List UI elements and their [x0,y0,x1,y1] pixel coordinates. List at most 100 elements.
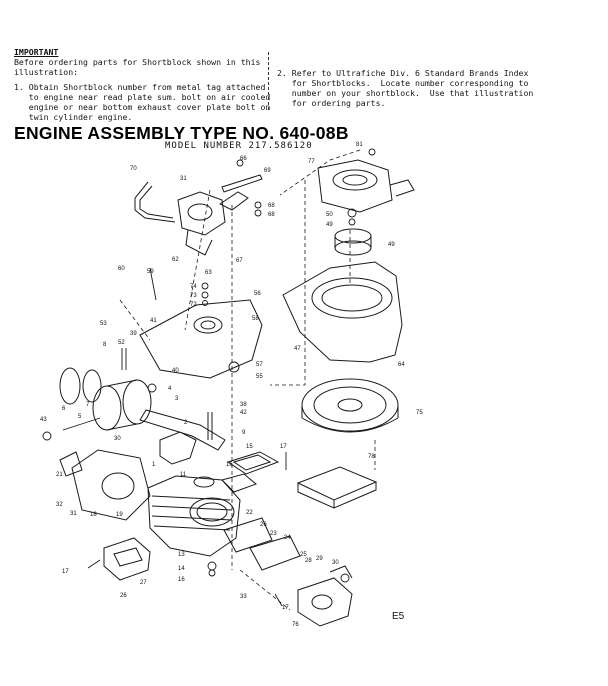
part-78-box [296,466,378,509]
label-23: 23 [270,531,277,537]
label-57: 57 [256,362,263,368]
label-38: 38 [240,402,247,408]
part-16-gaskets [221,451,280,493]
label-50: 50 [326,212,333,218]
label-2: 2 [184,420,188,426]
label-58: 58 [252,316,259,322]
step2-line-2: for Shortblocks. Locate number correspon… [277,78,529,88]
part-11-ring [193,476,215,488]
label-66: 66 [240,156,247,162]
part-9-cylinder-block [147,475,241,557]
label-4: 4 [168,386,172,392]
part-3-muffler [59,367,152,431]
label-11: 11 [180,472,187,478]
label-8: 8 [103,342,107,348]
label-3: 3 [175,396,179,402]
part-18-crankcase-housing [59,449,151,521]
label-9: 9 [242,430,246,436]
label-19: 19 [116,512,123,518]
label-49b: 49 [388,242,395,248]
step2-line-3: number on your shortblock. Use that illu… [277,88,534,98]
label-64: 64 [398,362,405,368]
label-39: 39 [130,331,137,337]
label-74: 74 [190,284,197,290]
label-81: 81 [356,142,363,148]
label-43: 43 [40,417,47,423]
label-18: 18 [90,512,97,518]
part-31-assembly [177,191,226,256]
part-23-reed-plate [223,517,301,571]
label-22: 22 [246,510,253,516]
label-55: 55 [256,374,263,380]
intro-line-2: illustration: [14,67,79,77]
label-5: 5 [78,414,82,420]
label-42: 42 [240,410,247,416]
step1-line-2: to engine near read plate sum. bolt on a… [14,92,271,102]
label-69: 69 [264,168,271,174]
label-17b: 17 [62,569,69,575]
label-26a: 26 [260,522,267,528]
part-53-cover-plate [139,299,263,379]
label-33: 33 [240,594,247,600]
diagram-title: ENGINE ASSEMBLY TYPE NO. 640-08B [14,123,349,143]
part-8-connecting-rod [139,409,226,451]
label-67: 67 [236,258,243,264]
label-30: 30 [114,436,121,442]
part-64-blower-housing [282,261,403,363]
label-21: 21 [56,472,63,478]
part-28-intake [103,537,151,581]
part-69-rod [219,174,263,211]
label-63: 63 [205,270,212,276]
notes-divider [268,52,269,110]
label-76: 76 [292,622,299,628]
label-30b: 30 [332,560,339,566]
model-number: MODEL NUMBER 217.586120 [165,141,313,151]
label-32: 32 [56,502,63,508]
label-14: 14 [178,566,185,572]
step1-line-4: twin cylinder engine. [14,112,133,122]
label-16: 16 [226,462,233,468]
label-73: 73 [190,293,197,299]
label-41: 41 [150,318,157,324]
label-78: 78 [368,454,375,460]
label-56: 56 [254,291,261,297]
label-60: 60 [118,266,125,272]
label-68a: 68 [268,203,275,209]
label-52: 52 [118,340,125,346]
label-24: 24 [284,535,291,541]
step1-line-3: engine or near bottom exhaust cover plat… [14,102,271,112]
label-72: 72 [190,302,197,308]
part-75-flywheel [301,378,399,433]
label-40: 40 [172,368,179,374]
part-76-carburetor [297,565,353,627]
label-75: 75 [416,410,423,416]
step2-line-1: 2. Refer to Ultrafiche Div. 6 Standard B… [277,68,529,78]
label-25: 25 [300,552,307,558]
label-70: 70 [130,166,137,172]
label-77: 77 [308,159,315,165]
label-13: 13 [178,552,185,558]
label-59: 59 [147,269,154,275]
label-31: 31 [180,176,187,182]
label-47: 47 [294,346,301,352]
label-62: 62 [172,257,179,263]
label-15: 15 [246,444,253,450]
label-49a: 49 [326,222,333,228]
label-16b: 16 [178,577,185,583]
label-7: 7 [86,402,90,408]
step2-line-4: for ordering parts. [277,98,386,108]
label-28: 28 [305,558,312,564]
label-6: 6 [62,406,66,412]
label-17a: 17 [280,444,287,450]
label-17c: 17 [282,605,289,611]
part-77-rewind-starter [317,159,415,213]
label-1: 1 [152,462,156,468]
fasteners [42,148,376,607]
label-27: 27 [140,580,147,586]
page-code: E5 [392,611,405,622]
step1-line-1: 1. Obtain Shortblock number from metal t… [14,82,266,92]
label-29: 29 [316,556,323,562]
part-labels: 70 31 66 68 69 68 77 81 50 49 49 62 63 6… [40,142,423,628]
label-26b: 26 [120,593,127,599]
